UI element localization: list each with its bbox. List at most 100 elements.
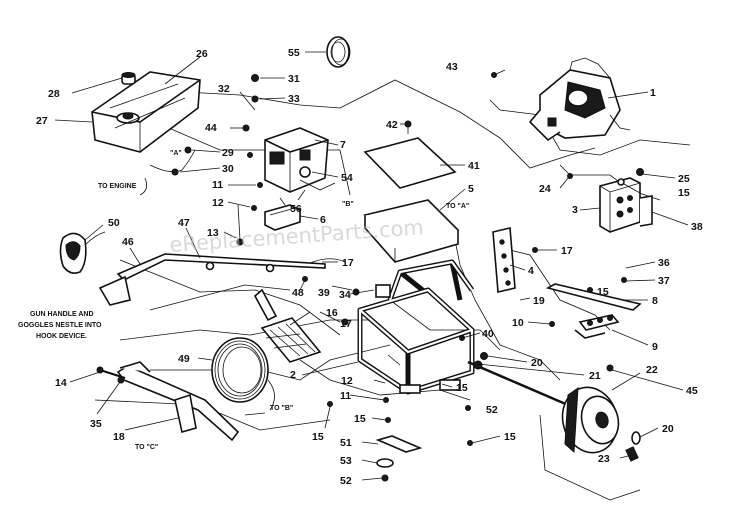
label-3: 3 bbox=[572, 204, 578, 216]
label-17a: 17 bbox=[342, 257, 354, 269]
label-37: 37 bbox=[658, 275, 670, 287]
label-46: 46 bbox=[122, 236, 134, 248]
engine bbox=[528, 57, 631, 142]
fasteners-top bbox=[236, 74, 412, 246]
note-gun-line-1: GUN HANDLE AND bbox=[30, 311, 94, 318]
label-32: 32 bbox=[218, 83, 230, 95]
note-gun-line-2: GOGGLES NESTLE INTO bbox=[18, 322, 102, 329]
rail-4 bbox=[492, 227, 516, 293]
label-17b: 17 bbox=[340, 318, 352, 330]
label-52a: 52 bbox=[486, 404, 498, 416]
label-22: 22 bbox=[646, 364, 658, 376]
label-54: 54 bbox=[341, 172, 353, 184]
leader-lines bbox=[54, 51, 689, 481]
label-50: 50 bbox=[108, 217, 120, 229]
label-28: 28 bbox=[48, 88, 60, 100]
label-18: 18 bbox=[113, 431, 125, 443]
handle-bracket bbox=[545, 283, 642, 339]
label-42: 42 bbox=[386, 119, 398, 131]
part-numbers: 1 2 3 4 5 6 7 8 9 10 11 11 12 12 13 14 1… bbox=[36, 47, 703, 487]
label-29: 29 bbox=[222, 147, 234, 159]
note-to-a: TO "A" bbox=[446, 203, 469, 210]
label-53: 53 bbox=[340, 455, 352, 467]
receptacle-box bbox=[599, 168, 653, 233]
label-45: 45 bbox=[686, 385, 698, 397]
notes: TO ENGINE "A" "B" TO "A" TO "B" TO "C" G… bbox=[18, 150, 469, 451]
label-12b: 12 bbox=[341, 375, 353, 387]
hook-device bbox=[253, 288, 322, 363]
label-47: 47 bbox=[178, 217, 190, 229]
label-15f: 15 bbox=[504, 431, 516, 443]
label-51: 51 bbox=[340, 437, 352, 449]
label-34: 34 bbox=[339, 289, 351, 301]
label-2: 2 bbox=[290, 369, 296, 381]
label-33: 33 bbox=[288, 93, 300, 105]
label-55: 55 bbox=[288, 47, 300, 59]
coil-55 bbox=[326, 36, 351, 68]
goggles bbox=[59, 231, 106, 274]
note-to-c: TO "C" bbox=[135, 444, 158, 451]
label-14: 14 bbox=[55, 377, 67, 389]
label-1: 1 bbox=[650, 87, 656, 99]
label-43: 43 bbox=[446, 61, 458, 73]
label-15b: 15 bbox=[597, 286, 609, 298]
label-15d: 15 bbox=[354, 413, 366, 425]
label-23: 23 bbox=[598, 453, 610, 465]
label-20a: 20 bbox=[531, 357, 543, 369]
label-13: 13 bbox=[207, 227, 219, 239]
label-38: 38 bbox=[691, 221, 703, 233]
note-gun-line-3: HOOK DEVICE. bbox=[36, 333, 87, 340]
fuel-cap bbox=[121, 72, 136, 85]
label-49: 49 bbox=[178, 353, 190, 365]
label-8: 8 bbox=[652, 295, 658, 307]
label-9: 9 bbox=[652, 341, 658, 353]
wheel-hardware bbox=[625, 431, 641, 462]
label-15e: 15 bbox=[312, 431, 324, 443]
label-56: 56 bbox=[290, 203, 302, 215]
label-35: 35 bbox=[90, 418, 102, 430]
label-10: 10 bbox=[512, 317, 524, 329]
switch-block bbox=[264, 204, 301, 231]
label-27: 27 bbox=[36, 115, 48, 127]
label-15c: 15 bbox=[456, 382, 468, 394]
note-to-b: TO "B" bbox=[270, 405, 293, 412]
fuel-tank bbox=[91, 71, 201, 153]
hose-coil bbox=[211, 337, 275, 411]
note-to-engine: TO ENGINE bbox=[98, 183, 137, 190]
control-panel bbox=[264, 127, 336, 193]
label-26: 26 bbox=[196, 48, 208, 60]
label-6: 6 bbox=[320, 214, 326, 226]
label-41: 41 bbox=[468, 160, 480, 172]
label-11a: 11 bbox=[212, 179, 223, 191]
label-24: 24 bbox=[539, 183, 551, 195]
plate-41 bbox=[363, 137, 457, 189]
label-21: 21 bbox=[589, 370, 601, 382]
label-52b: 52 bbox=[340, 475, 352, 487]
wheel bbox=[561, 386, 620, 454]
note-a-quote: "A" bbox=[170, 150, 182, 157]
label-17c: 17 bbox=[561, 245, 573, 257]
washer-35 bbox=[117, 376, 125, 384]
label-39: 39 bbox=[318, 287, 330, 299]
label-44: 44 bbox=[205, 122, 217, 134]
label-11b: 11 bbox=[340, 390, 351, 402]
label-5: 5 bbox=[468, 183, 474, 195]
label-19: 19 bbox=[533, 295, 545, 307]
axle bbox=[467, 360, 569, 407]
label-25: 25 bbox=[678, 173, 690, 185]
tray-5 bbox=[363, 199, 460, 263]
label-31: 31 bbox=[288, 73, 300, 85]
label-20b: 20 bbox=[662, 423, 674, 435]
spray-gun bbox=[98, 253, 346, 306]
label-15a: 15 bbox=[678, 187, 690, 199]
bottom-hardware bbox=[327, 397, 473, 482]
label-16: 16 bbox=[326, 307, 338, 319]
label-7: 7 bbox=[340, 139, 346, 151]
label-40: 40 bbox=[482, 328, 494, 340]
fuel-line bbox=[139, 146, 196, 196]
note-b-quote: "B" bbox=[342, 201, 354, 208]
frame bbox=[357, 259, 475, 395]
label-36: 36 bbox=[658, 257, 670, 269]
handle bbox=[116, 361, 240, 442]
